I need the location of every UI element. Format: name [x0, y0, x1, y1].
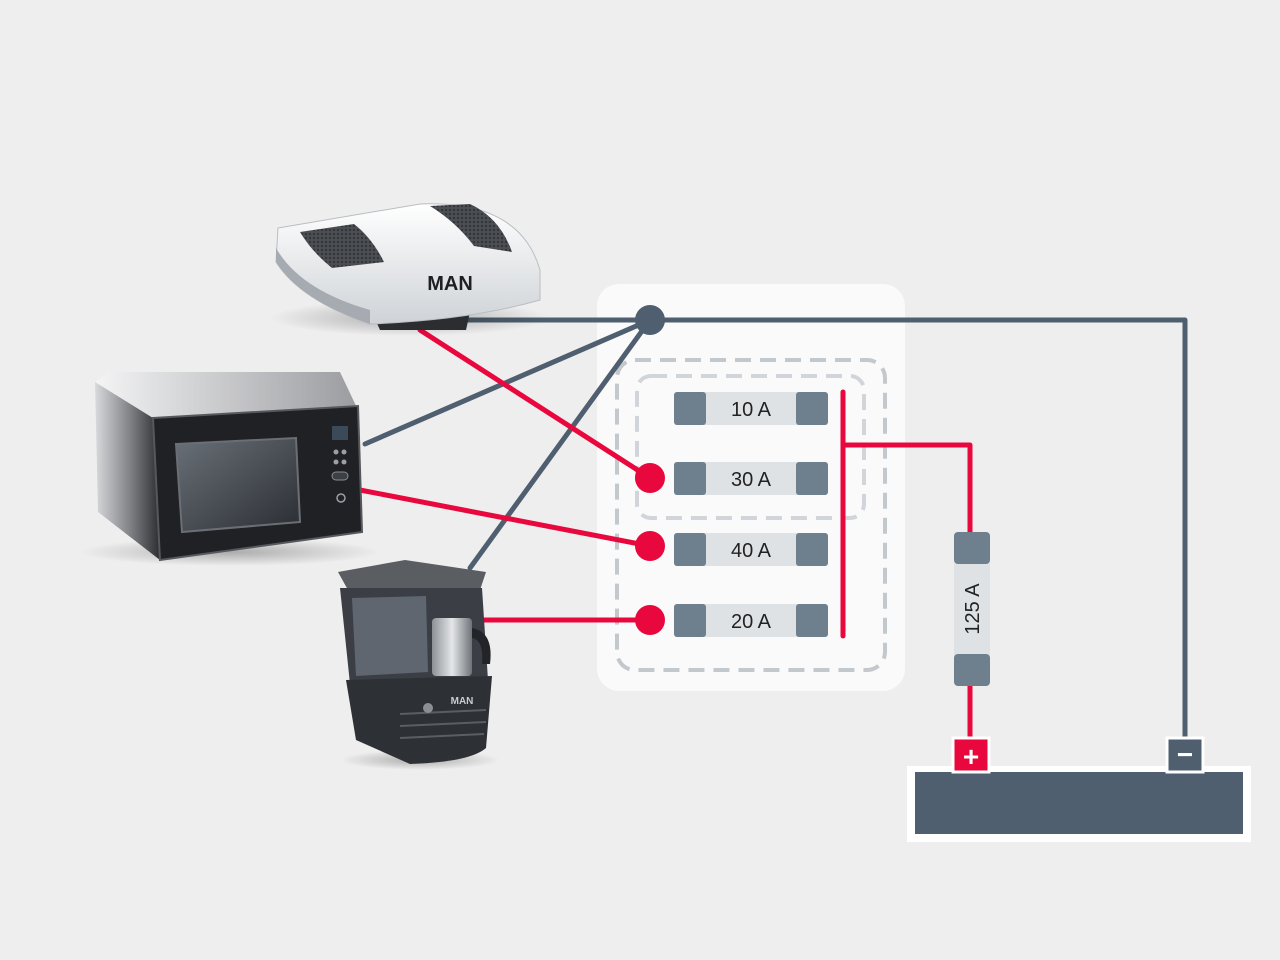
- battery-body: [915, 772, 1243, 834]
- fuse-cap-right: [796, 392, 828, 425]
- fuse-cap-right: [796, 462, 828, 495]
- battery-positive-terminal: [951, 736, 991, 774]
- ac-front-vent: [300, 224, 384, 268]
- main-fuse-label: 125 A: [962, 583, 984, 635]
- fuse-label: 40 A: [731, 540, 772, 562]
- fuse-cap-left: [674, 392, 706, 425]
- battery: + −: [907, 736, 1251, 842]
- microwave-ground-wire: [362, 317, 653, 447]
- main-fuse-body: [954, 532, 990, 686]
- fuse-label: 10 A: [731, 399, 772, 421]
- coffee-maker-lid: [338, 560, 486, 590]
- microwave-illustration: [80, 372, 380, 566]
- fuse-cap-left: [674, 533, 706, 566]
- microwave-start-button-icon: [331, 471, 349, 481]
- fuse-cap-right: [796, 604, 828, 637]
- microwave-top: [95, 372, 358, 418]
- fuse-20a: 20 A: [674, 604, 828, 637]
- plus-icon: +: [963, 741, 979, 772]
- fuse-label: 20 A: [731, 611, 772, 633]
- main-fuse-125a: 125 A: [954, 532, 990, 686]
- fuse-label: 30 A: [731, 469, 772, 491]
- fuse-cap-right: [796, 533, 828, 566]
- fuse-10a: 10 A: [674, 392, 828, 425]
- ground-junction-node: [635, 305, 665, 335]
- ac-positive-wire: [417, 327, 653, 481]
- battery-negative-terminal: [1165, 736, 1205, 774]
- fuse-cap-left: [674, 462, 706, 495]
- ac-side-panel: [276, 248, 370, 324]
- minus-icon: −: [1177, 739, 1193, 770]
- coffee-maker-ground-wire: [467, 317, 653, 571]
- fuse-40a: 40 A: [674, 533, 828, 566]
- main-fuse-cap-bottom: [954, 654, 990, 686]
- coffee-maker-glass: [352, 596, 428, 676]
- busbar-to-main-fuse-wire: [840, 442, 973, 535]
- coffee-maker-switch-icon: [423, 703, 433, 713]
- microwave-display: [332, 426, 348, 440]
- fuse-30a: 30 A: [674, 462, 828, 495]
- ac-top-vent: [430, 204, 512, 252]
- microwave-positive-wire: [357, 487, 653, 549]
- microwave-control-icon: [333, 459, 339, 465]
- positive-wires: [357, 327, 973, 743]
- fuse-20a-connection-node: [635, 605, 665, 635]
- air-conditioner-illustration: MAN: [270, 203, 550, 336]
- fuse-40a-connection-node: [635, 531, 665, 561]
- coffee-pot: [432, 618, 472, 676]
- coffee-maker-base-ribs: [399, 709, 487, 739]
- coffee-maker-illustration: MAN: [338, 560, 500, 770]
- fuse-body: [674, 533, 828, 566]
- microwave-power-icon: [336, 493, 346, 503]
- coffee-maker-brand-logo: MAN: [451, 696, 474, 707]
- fuse-body: [674, 462, 828, 495]
- fuse-cap-left: [674, 604, 706, 637]
- fuse-group-outer-outline: [615, 358, 887, 672]
- microwave-control-icon: [341, 459, 347, 465]
- battery-negative-wire: [647, 317, 1188, 743]
- fuse-body: [674, 604, 828, 637]
- main-fuse-cap-top: [954, 532, 990, 564]
- coffee-maker-base: [346, 676, 492, 764]
- microwave-control-icon: [333, 449, 339, 455]
- microwave-window: [174, 436, 302, 534]
- microwave-control-icon: [341, 449, 347, 455]
- microwave-side: [95, 382, 160, 560]
- ac-brand-logo: MAN: [427, 273, 473, 295]
- coffee-pot-handle: [472, 628, 491, 664]
- fuse-30a-connection-node: [635, 463, 665, 493]
- fuse-body: [674, 392, 828, 425]
